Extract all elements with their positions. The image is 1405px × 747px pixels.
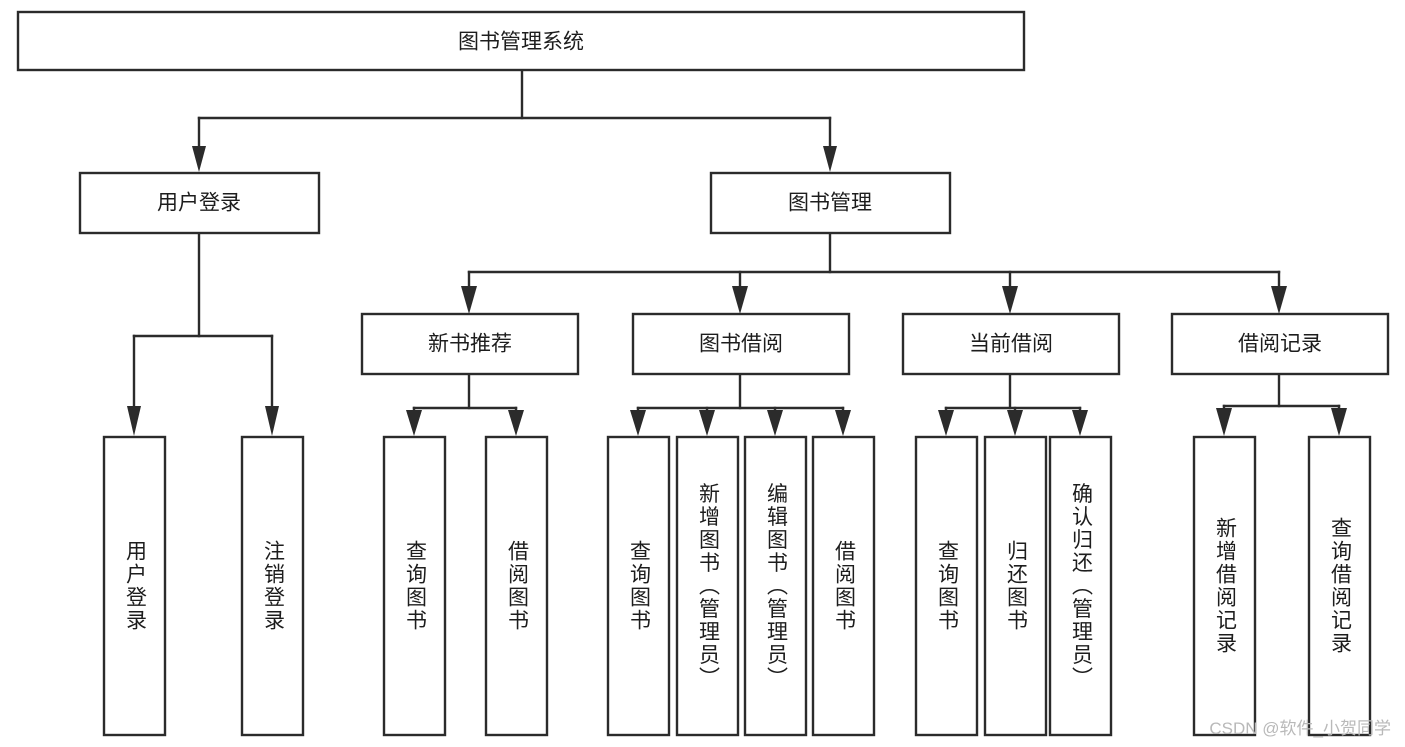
- node-root-label: 图书管理系统: [458, 31, 584, 54]
- node-new-book-recommend-box[interactable]: [360, 312, 580, 376]
- node-current-borrow-box[interactable]: [901, 312, 1121, 376]
- node-user-login-box[interactable]: [78, 171, 321, 235]
- node-book-borrow-label: 图书借阅: [699, 333, 783, 356]
- connector-group-borrow-record: [1216, 372, 1347, 436]
- arrow-head-bookborrow-leaf-3: [767, 410, 783, 436]
- arrow-head-new-book: [461, 286, 477, 314]
- leaf-box-borrowrecord-query[interactable]: [1307, 435, 1372, 737]
- node-user-login[interactable]: 用户登录: [78, 171, 321, 235]
- leaf-label-bookborrow-edit: 编辑图书（管理员）: [765, 483, 789, 690]
- arrow-head-currentborrow-leaf-2: [1007, 410, 1023, 436]
- node-borrow-record[interactable]: 借阅记录: [1170, 312, 1390, 376]
- arrow-head-borrowrecord-leaf-1: [1216, 408, 1232, 436]
- node-borrow-record-label: 借阅记录: [1238, 333, 1322, 356]
- arrow-head-book-borrow: [732, 286, 748, 314]
- leaf-box-currentborrow-query[interactable]: [914, 435, 979, 737]
- leaf-box-bookborrow-edit[interactable]: [743, 435, 808, 737]
- leaf-label-borrowrecord-add: 新增借阅记录: [1214, 517, 1238, 655]
- leaf-box-newbook-borrow[interactable]: [484, 435, 549, 737]
- leaf-node-currentborrow-confirm[interactable]: 确认归还（管理员）: [1048, 435, 1113, 737]
- leaf-box-user-login-logout[interactable]: [240, 435, 305, 737]
- leaf-node-currentborrow-query[interactable]: 查询图书: [914, 435, 979, 737]
- leaf-label-newbook-borrow: 借阅图书: [506, 540, 530, 632]
- leaf-box-currentborrow-confirm[interactable]: [1048, 435, 1113, 737]
- leaf-node-bookborrow-edit[interactable]: 编辑图书（管理员）: [743, 435, 808, 737]
- leaf-box-bookborrow-borrow[interactable]: [811, 435, 876, 737]
- leaf-label-bookborrow-query: 查询图书: [628, 540, 652, 632]
- leaf-label-user-login-logout: 注销登录: [262, 540, 286, 632]
- leaf-box-bookborrow-query[interactable]: [606, 435, 671, 737]
- leaf-label-currentborrow-return: 归还图书: [1005, 540, 1029, 632]
- connector-group-book-manage: [461, 231, 1287, 314]
- leaf-box-currentborrow-return[interactable]: [983, 435, 1048, 737]
- leaf-node-user-login-logout[interactable]: 注销登录: [240, 435, 305, 737]
- leaf-node-newbook-borrow[interactable]: 借阅图书: [484, 435, 549, 737]
- arrow-head-currentborrow-leaf-1: [938, 410, 954, 436]
- node-book-manage-label: 图书管理: [788, 192, 872, 215]
- arrow-head-newbook-leaf-1: [406, 410, 422, 436]
- arrow-head-leaf-user-login: [127, 406, 141, 436]
- leaf-box-borrowrecord-add[interactable]: [1192, 435, 1257, 737]
- arrow-head-borrow-record: [1271, 286, 1287, 314]
- node-book-borrow-box[interactable]: [631, 312, 851, 376]
- arrow-head-user-login: [192, 146, 206, 172]
- arrow-head-bookborrow-leaf-4: [835, 410, 851, 436]
- node-new-book-recommend-label: 新书推荐: [428, 333, 512, 356]
- leaf-label-newbook-query: 查询图书: [404, 540, 428, 632]
- watermark: CSDN @软件_小贺同学: [1209, 719, 1391, 738]
- leaf-node-newbook-query[interactable]: 查询图书: [382, 435, 447, 737]
- node-current-borrow[interactable]: 当前借阅: [901, 312, 1121, 376]
- node-book-manage-box[interactable]: [709, 171, 952, 235]
- connector-group-current-borrow: [938, 372, 1088, 436]
- leaf-node-currentborrow-return[interactable]: 归还图书: [983, 435, 1048, 737]
- leaf-label-borrowrecord-query: 查询借阅记录: [1329, 517, 1353, 655]
- node-book-borrow[interactable]: 图书借阅: [631, 312, 851, 376]
- leaf-node-borrowrecord-add[interactable]: 新增借阅记录: [1192, 435, 1257, 737]
- arrow-head-bookborrow-leaf-1: [630, 410, 646, 436]
- leaf-label-bookborrow-add: 新增图书（管理员）: [697, 483, 721, 690]
- leaf-node-bookborrow-borrow[interactable]: 借阅图书: [811, 435, 876, 737]
- node-root-box[interactable]: [16, 10, 1026, 72]
- leaf-label-currentborrow-query: 查询图书: [936, 540, 960, 632]
- node-root[interactable]: 图书管理系统: [16, 10, 1026, 72]
- node-user-login-label: 用户登录: [157, 192, 241, 215]
- arrow-head-newbook-leaf-2: [508, 410, 524, 436]
- connector-group-user-login: [127, 231, 279, 436]
- leaf-label-currentborrow-confirm: 确认归还（管理员）: [1070, 483, 1094, 690]
- leaf-node-bookborrow-add[interactable]: 新增图书（管理员）: [675, 435, 740, 737]
- arrow-head-book-manage: [823, 146, 837, 172]
- node-borrow-record-box[interactable]: [1170, 312, 1390, 376]
- leaf-node-user-login-login[interactable]: 用户登录: [102, 435, 167, 737]
- connector-group-root: [192, 68, 837, 172]
- leaf-box-bookborrow-add[interactable]: [675, 435, 740, 737]
- leaf-label-bookborrow-borrow: 借阅图书: [833, 540, 857, 632]
- arrow-head-currentborrow-leaf-3: [1072, 410, 1088, 436]
- arrow-head-borrowrecord-leaf-2: [1331, 408, 1347, 436]
- node-book-manage[interactable]: 图书管理: [709, 171, 952, 235]
- arrow-head-leaf-logout: [265, 406, 279, 436]
- arrow-head-current-borrow: [1002, 286, 1018, 314]
- leaf-label-user-login-login: 用户登录: [124, 540, 148, 632]
- leaf-node-borrowrecord-query[interactable]: 查询借阅记录: [1307, 435, 1372, 737]
- connector-group-book-borrow: [630, 372, 851, 436]
- leaf-box-user-login-login[interactable]: [102, 435, 167, 737]
- leaf-node-bookborrow-query[interactable]: 查询图书: [606, 435, 671, 737]
- arrow-head-bookborrow-leaf-2: [699, 410, 715, 436]
- node-current-borrow-label: 当前借阅: [969, 333, 1053, 356]
- node-new-book-recommend[interactable]: 新书推荐: [360, 312, 580, 376]
- leaf-box-newbook-query[interactable]: [382, 435, 447, 737]
- connector-group-new-book-recommend: [406, 372, 524, 436]
